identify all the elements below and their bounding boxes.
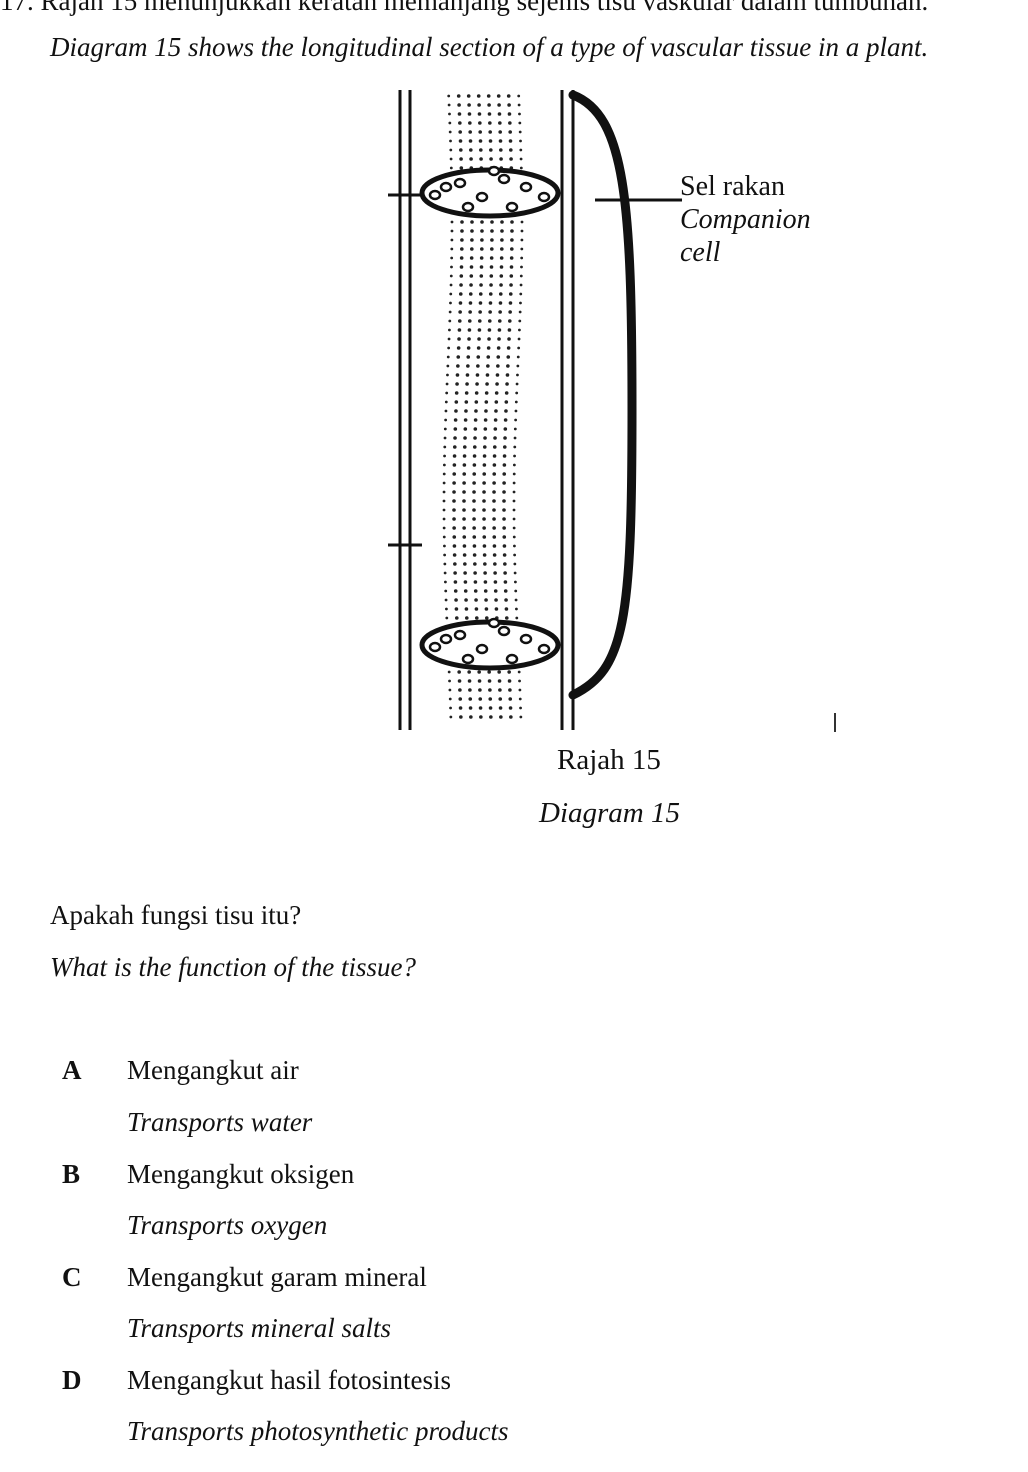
right-cell-wall (560, 90, 575, 730)
left-cell-wall (388, 90, 422, 730)
question-prompt-malay: Apakah fungsi tisu itu? (50, 900, 302, 930)
label-cell: cell (680, 237, 721, 268)
option-text-english: Transports water (127, 1107, 313, 1137)
option-text-malay: Mengangkut hasil fotosintesis (127, 1365, 451, 1395)
companion-cell (568, 90, 637, 700)
option-text-malay: Mengangkut garam mineral (127, 1262, 427, 1292)
sieve-plate-bottom (419, 617, 561, 671)
option-letter: A (62, 1055, 82, 1085)
vascular-tissue-diagram: Sel rakan Companion cell (388, 90, 836, 732)
option-text-english: Transports mineral salts (127, 1313, 392, 1343)
diagram-caption-malay: Rajah 15 (557, 744, 661, 776)
option-letter: D (62, 1365, 82, 1395)
option-text-english: Transports oxygen (127, 1210, 328, 1240)
sieve-plate-top (419, 165, 561, 219)
option-text-malay: Mengangkut air (127, 1055, 299, 1085)
option-letter: B (62, 1159, 81, 1189)
label-companion: Companion (680, 204, 811, 235)
option-text-english: Transports photosynthetic products (127, 1416, 509, 1446)
label-sel-rakan: Sel rakan (680, 171, 785, 202)
question-intro-english: Diagram 15 shows the longitudinal sectio… (50, 32, 929, 62)
diagram-caption-english: Diagram 15 (539, 797, 680, 829)
question-intro-malay: 17. Rajah 15 menunjukkan keratan memanja… (0, 0, 929, 16)
cytoplasm-dots (442, 94, 524, 719)
option-letter: C (62, 1262, 82, 1292)
question-prompt-english: What is the function of the tissue? (50, 952, 416, 982)
option-text-malay: Mengangkut oksigen (127, 1159, 355, 1189)
